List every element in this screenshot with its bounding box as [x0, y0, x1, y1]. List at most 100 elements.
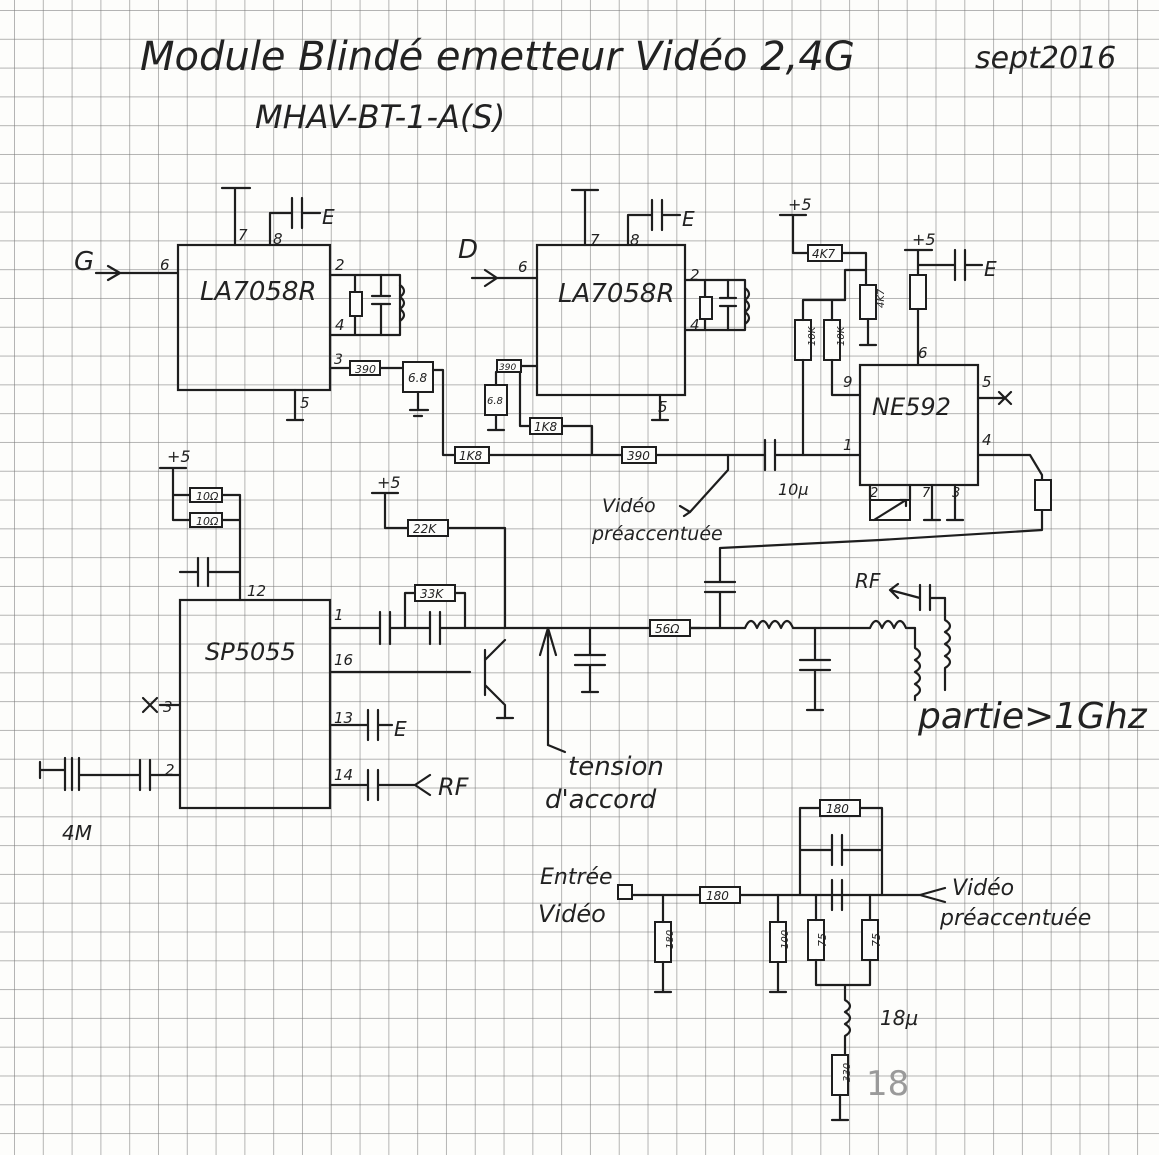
sp5055-supply-network	[178, 493, 242, 602]
ic2-body	[535, 243, 687, 397]
r-390-a	[349, 360, 381, 376]
tuning-voltage-node	[538, 626, 558, 747]
r-10-a-value: 10Ω	[196, 490, 219, 503]
sp5055-pin3-nc	[141, 696, 182, 714]
ic1-tank-capacitor	[370, 273, 392, 337]
plus5-label-c: +5	[167, 447, 191, 466]
ic2-pin5: 5	[658, 398, 668, 416]
video-out-label-1: Vidéo	[952, 876, 1014, 901]
ic1-pin2: 2	[335, 256, 345, 274]
ne592-gain-network	[868, 483, 965, 522]
ic1-pin7: 7	[238, 226, 248, 244]
ic4-pin12: 12	[247, 582, 266, 600]
schematic-title: Module Blindé emetteur Vidéo 2,4G	[140, 34, 855, 80]
ic2-ground-e: E	[682, 207, 695, 231]
r-100-wires	[768, 893, 788, 994]
sp5055-pin13-capacitor	[328, 708, 394, 742]
sp5055-pin14-rf-input	[328, 768, 432, 802]
ic1-la7058r: LA7058R 7 8 6 2 4 3 5	[160, 226, 345, 412]
ic2-label: LA7058R	[558, 279, 675, 309]
ic3-ne592: NE592 9 5 1 4 6 2 7 3	[843, 344, 992, 501]
modulation-capacitor	[703, 573, 737, 630]
ic1-tank-wires	[328, 273, 402, 337]
r-10k-b-value: 10K	[836, 325, 847, 346]
tension-accord-label-2: d'accord	[545, 785, 657, 815]
rf-output-capacitor	[888, 582, 947, 612]
r-75-a-value: 75	[816, 933, 829, 947]
faint-18-annotation: 18	[866, 1064, 909, 1104]
ic1-tank-inductor	[398, 283, 406, 323]
ic4-body	[178, 598, 332, 810]
video-precc-pointer	[678, 453, 730, 518]
r-330-value: 330	[842, 1063, 853, 1082]
ic3-pin6: 6	[918, 344, 928, 362]
entree-video-label-1: Entrée	[540, 865, 613, 890]
ne592-ground-e: E	[984, 257, 997, 281]
r-390-c	[621, 446, 657, 464]
rf-output-chain	[688, 619, 917, 630]
ic2-tank-inductor	[743, 286, 751, 326]
r-6-8	[402, 361, 434, 393]
ic2-pin7: 7	[590, 231, 600, 249]
rf-filter-capacitor	[798, 626, 832, 712]
crystal-4m-label: 4M	[62, 821, 92, 845]
tension-accord-label-1: tension	[568, 752, 664, 782]
bias-network	[840, 251, 868, 302]
ic1-pin4: 4	[335, 316, 345, 334]
r-180-b-value: 180	[665, 930, 676, 949]
r-390-a-value: 390	[355, 363, 376, 376]
video-out-label-2: préaccentuée	[939, 906, 1091, 931]
ic2-pin8: 8	[630, 231, 640, 249]
input-g-label: G	[74, 247, 94, 277]
partie-1ghz-label: partie>1Ghz	[917, 696, 1148, 737]
ic1-pin8-decoupling	[268, 196, 322, 247]
tuning-capacitor	[573, 626, 607, 694]
sp5055-pin16-transistor	[328, 638, 515, 720]
ic1-to-1k8-wire	[431, 368, 457, 457]
ic1-ground-e: E	[322, 205, 335, 229]
ic4-pin13: 13	[334, 709, 353, 727]
tension-accord-pointer	[546, 743, 567, 754]
ic3-pin7: 7	[922, 486, 931, 501]
ic2-tank-resistor	[699, 296, 713, 320]
schematic-reference: MHAV-BT-1-A(S)	[255, 98, 505, 136]
r-6-8-b-value: 6.8	[487, 396, 503, 407]
ne592-output-resistor	[1034, 479, 1052, 511]
ic1-pin6: 6	[160, 256, 170, 274]
ic3-pin5: 5	[982, 373, 992, 391]
entree-video-label-2: Vidéo	[538, 900, 606, 928]
sp5055-pin1-loop-filter	[328, 610, 702, 646]
ic2-pin5-ground	[650, 393, 670, 422]
preemphasis-lower-network	[814, 893, 872, 1057]
video-input-line	[630, 886, 947, 904]
r-100-value: 100	[780, 930, 791, 949]
video-input-connector	[617, 884, 633, 900]
ic3-label: NE592	[872, 393, 951, 421]
ic2-pin6: 6	[518, 258, 528, 276]
ne592-output-wire	[718, 453, 1044, 577]
ic2-tank-wires	[683, 278, 747, 332]
ic2-pin4: 4	[690, 316, 700, 334]
r-1k8-b-value: 1K8	[534, 420, 558, 434]
r-10-b-value: 10Ω	[196, 515, 219, 528]
plus5-label-a: +5	[788, 195, 812, 214]
r-1k8-b-wires	[518, 370, 594, 457]
ic1-pin5: 5	[300, 394, 310, 412]
ic2-pin7-supply	[570, 188, 600, 247]
video-precc-label-1: Vidéo	[602, 495, 656, 517]
ic3-pin3: 3	[952, 486, 960, 501]
r-1k8-a-value: 1K8	[459, 449, 483, 463]
plus5-supply-d	[370, 491, 410, 530]
input-g-arrow	[94, 264, 180, 282]
ic4-label: SP5055	[205, 638, 296, 666]
ne592-pin6-pin5	[916, 307, 1013, 406]
r-6-8-value: 6.8	[408, 371, 427, 385]
l-18u-value: 18µ	[880, 1006, 918, 1030]
c-10u-value: 10µ	[778, 480, 809, 499]
rf-output-label: RF	[855, 569, 881, 593]
ic4-sp5055: SP5055 12 1 16 13 14 3 2	[163, 582, 353, 810]
r-33k-value: 33K	[420, 587, 444, 601]
r-56-value: 56Ω	[655, 622, 680, 636]
ic2-tank-capacitor	[718, 278, 738, 332]
